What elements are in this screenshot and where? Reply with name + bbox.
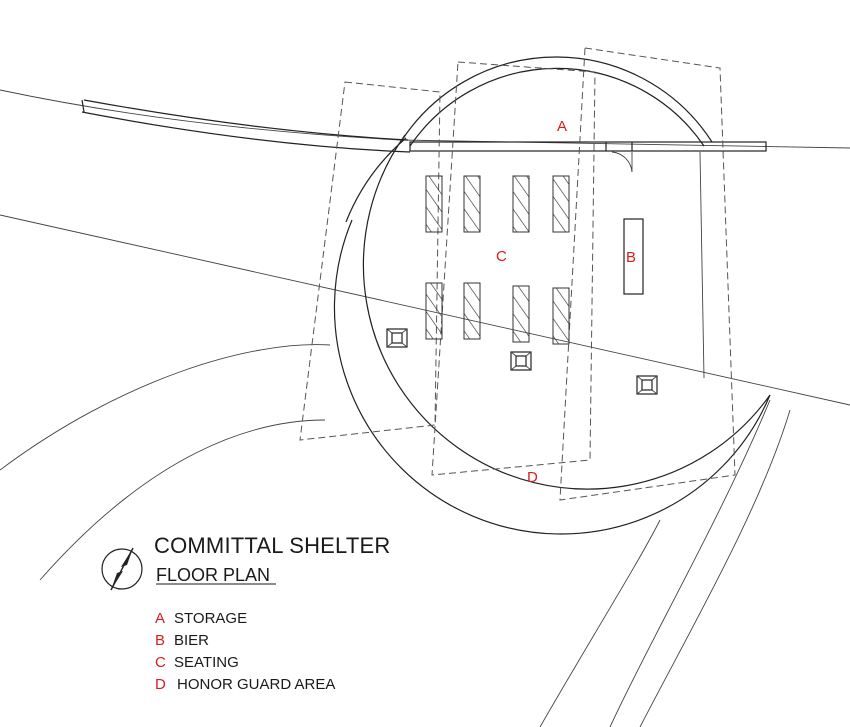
path-curve-outer [0,344,331,471]
zone-label-a: A [557,118,567,135]
north-arrow-icon [101,547,143,591]
dashed-panel-center [431,61,596,476]
site-line-diagonal [0,214,850,406]
bench [463,175,481,233]
bench [552,175,570,233]
legend-label: BIER [174,632,209,649]
legend-label: HONOR GUARD AREA [177,676,335,693]
legend-key: C [155,654,166,671]
bench [512,285,530,343]
dashed-panel-left [299,81,441,441]
bench [463,282,481,340]
legend-key: A [155,610,165,627]
legend-label: STORAGE [174,610,247,627]
walkway-curve-1 [609,399,771,727]
post [386,328,408,348]
bench [425,282,443,340]
post [636,375,658,395]
dashed-panels [299,47,736,501]
bier-platform [623,218,644,295]
roof-arch-inner [409,67,705,147]
bench [512,175,530,233]
site-line-upper [0,89,850,149]
walkway-curve-3 [539,519,661,727]
zone-label-d: D [527,469,538,486]
seating-benches [425,175,570,345]
roof-arch-outer [401,56,713,143]
zone-label-b: B [626,249,636,266]
shelter-structure [81,56,771,535]
canopy-beam-bottom [81,111,411,153]
bench [425,175,443,233]
shelter-circle-wall [362,134,771,490]
shelter-circle-wall-inner [333,219,771,535]
walkway-curve-2 [639,409,791,727]
canopy-beam-top [83,99,409,141]
canopy-beam-right [409,141,767,152]
post [510,351,532,371]
legend: A STORAGE B BIER C SEATING D HONOR GUARD… [155,610,335,693]
legend-label: SEATING [174,654,239,671]
page-title: COMMITTAL SHELTER [154,533,390,558]
site-lines [0,89,850,727]
path-curve-inner [39,419,326,581]
legend-key: B [155,632,165,649]
zone-label-c: C [496,248,507,265]
legend-key: D [155,676,166,693]
dashed-panel-right [559,47,736,501]
honor-guard-posts [386,328,658,395]
bench [552,287,570,345]
left-wall-arc [345,137,407,223]
door-swing [611,151,633,173]
page-subtitle: FLOOR PLAN [156,565,270,585]
